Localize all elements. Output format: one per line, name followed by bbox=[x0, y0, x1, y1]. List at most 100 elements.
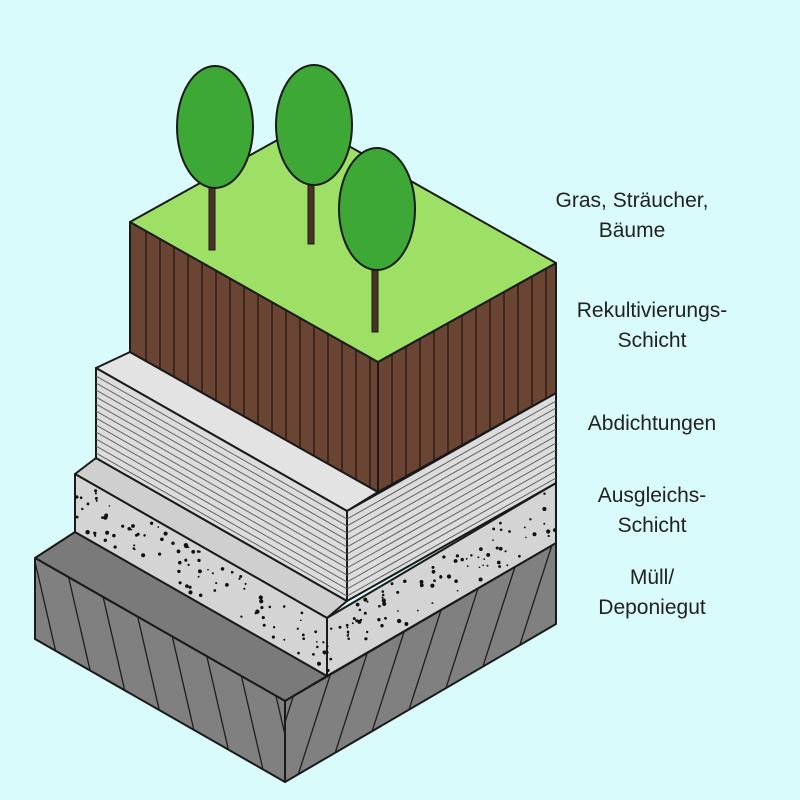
leveling-dot bbox=[460, 557, 464, 562]
leveling-dot bbox=[213, 589, 217, 592]
leveling-dot bbox=[79, 496, 83, 500]
leveling-dot bbox=[143, 534, 146, 537]
seal-line bbox=[96, 403, 347, 548]
leveling-dot bbox=[271, 635, 275, 639]
leveling-dot bbox=[85, 530, 90, 535]
leveling-dot bbox=[262, 623, 266, 627]
leveling-dot bbox=[132, 547, 135, 550]
seal-line bbox=[96, 375, 347, 520]
leveling-dot bbox=[327, 668, 330, 673]
leveling-dot bbox=[366, 600, 369, 603]
seal-line bbox=[96, 382, 347, 527]
leveling-dot bbox=[525, 536, 527, 539]
leveling-dot bbox=[486, 564, 489, 567]
leveling-dot bbox=[478, 566, 481, 569]
leveling-dot bbox=[238, 577, 241, 580]
leveling-dot bbox=[300, 611, 304, 615]
leveling-dot bbox=[177, 569, 181, 574]
leveling-dot bbox=[431, 602, 434, 605]
leveling-dot bbox=[498, 546, 503, 551]
leveling-dot bbox=[314, 630, 318, 634]
seal-line bbox=[347, 435, 556, 555]
leveling-dot bbox=[347, 633, 350, 636]
seal-line bbox=[96, 438, 347, 583]
leveling-dot bbox=[94, 492, 97, 495]
seal-line bbox=[347, 414, 556, 534]
leveling-dot bbox=[532, 532, 537, 537]
leveling-dot bbox=[322, 641, 325, 644]
leveling-dot bbox=[416, 609, 419, 612]
seal-line bbox=[96, 445, 347, 590]
label-vegetation: Gras, Sträucher, Bäume bbox=[555, 189, 709, 242]
leveling-dot bbox=[108, 505, 111, 507]
leveling-dot bbox=[419, 579, 424, 584]
leveling-dot bbox=[381, 598, 386, 603]
leveling-dot bbox=[101, 516, 104, 519]
leveling-dot bbox=[188, 585, 192, 589]
tree-1 bbox=[176, 65, 254, 251]
leveling-dot bbox=[359, 618, 363, 622]
leveling-dot bbox=[495, 546, 499, 550]
leveling-dot bbox=[300, 619, 302, 622]
leveling-dot bbox=[397, 610, 399, 612]
leveling-dot bbox=[355, 602, 360, 607]
waste-hatch-line bbox=[560, 520, 650, 800]
leveling-dot bbox=[75, 495, 79, 499]
leveling-dot bbox=[230, 570, 234, 574]
tree-2 bbox=[275, 64, 353, 245]
leveling-dot bbox=[381, 590, 385, 593]
leveling-dot bbox=[94, 489, 98, 493]
leveling-dot bbox=[442, 555, 446, 559]
leveling-dot bbox=[176, 549, 181, 554]
leveling-dot bbox=[453, 559, 458, 563]
label-waste: Müll/ Deponiegut bbox=[598, 566, 706, 619]
seal-line bbox=[347, 428, 556, 548]
leveling-dot bbox=[396, 618, 402, 624]
leveling-dot bbox=[268, 605, 272, 609]
leveling-dot bbox=[185, 584, 189, 588]
leveling-dot bbox=[380, 624, 384, 628]
leveling-dot bbox=[215, 582, 218, 585]
leveling-dot bbox=[103, 538, 108, 543]
leveling-dot bbox=[465, 557, 468, 560]
leveling-dot bbox=[302, 637, 306, 641]
leveling-dot bbox=[504, 550, 507, 553]
leveling-dot bbox=[466, 565, 469, 567]
leveling-dot bbox=[543, 492, 546, 496]
seal-line bbox=[96, 417, 347, 562]
leveling-dot bbox=[191, 549, 196, 554]
leveling-dot bbox=[255, 609, 260, 614]
leveling-dot bbox=[187, 563, 190, 567]
leveling-dot bbox=[382, 601, 387, 606]
leveling-dot bbox=[136, 532, 140, 536]
tree-trunk bbox=[208, 181, 216, 251]
leveling-dot bbox=[317, 661, 321, 666]
label-leveling: Ausgleichs- Schicht bbox=[597, 484, 707, 537]
leveling-dot bbox=[197, 575, 200, 578]
leveling-dot bbox=[141, 553, 146, 558]
leveling-dot bbox=[431, 565, 435, 569]
tree-crown bbox=[275, 64, 353, 186]
leveling-dot bbox=[492, 539, 494, 541]
leveling-dot bbox=[345, 623, 349, 627]
leveling-dot bbox=[547, 534, 550, 538]
leveling-dot bbox=[381, 596, 384, 599]
leveling-dot bbox=[363, 597, 368, 602]
leveling-dot bbox=[261, 616, 265, 620]
leveling-dot bbox=[498, 565, 502, 568]
leveling-dot bbox=[183, 543, 189, 548]
leveling-dot bbox=[149, 521, 154, 525]
leveling-dot bbox=[351, 622, 354, 625]
leveling-dot bbox=[404, 622, 409, 626]
waste-hatch-line bbox=[620, 520, 710, 800]
leveling-dot bbox=[396, 590, 400, 594]
leveling-dot bbox=[104, 513, 109, 518]
leveling-dot bbox=[499, 528, 503, 532]
leveling-dot bbox=[197, 569, 202, 574]
waste-hatch-line bbox=[590, 520, 680, 800]
leveling-dot bbox=[121, 524, 125, 528]
leveling-dot bbox=[506, 564, 509, 567]
seal-line bbox=[347, 477, 556, 597]
leveling-dot bbox=[479, 547, 483, 551]
